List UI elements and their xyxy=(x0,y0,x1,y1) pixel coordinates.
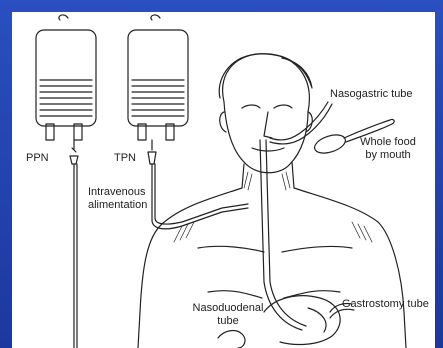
nasoduodenal-label-line2: tube xyxy=(190,315,266,327)
ppn-label: PPN xyxy=(26,152,49,164)
patient-head-icon xyxy=(219,54,312,173)
patient-torso-icon xyxy=(138,162,406,348)
stomach-icon xyxy=(264,296,340,345)
whole-food-label-line2: by mouth xyxy=(356,149,420,161)
illustration-panel: PPN TPN Intravenous alimentation Nasogas… xyxy=(12,12,435,348)
intravenous-label-line2: alimentation xyxy=(88,199,147,211)
shading-hatching xyxy=(174,172,372,242)
nasoduodenal-label-line1: Nasoduodenal xyxy=(190,302,266,314)
ppn-bag-icon xyxy=(36,15,96,348)
tpn-bag-icon xyxy=(128,15,248,229)
whole-food-label-line1: Whole food xyxy=(356,136,420,148)
gastrostomy-label: Gastrostomy tube xyxy=(342,298,429,310)
intravenous-label-line1: Intravenous xyxy=(88,186,145,198)
tpn-label: TPN xyxy=(114,152,136,164)
nasogastric-label: Nasogastric tube xyxy=(330,88,413,100)
nasoduodenal-tube-icon xyxy=(218,331,245,348)
